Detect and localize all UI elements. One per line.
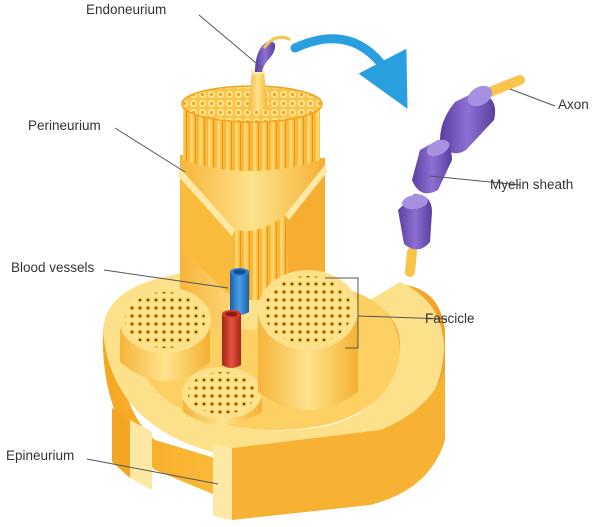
- fascicle-left: [119, 287, 211, 381]
- leader-blood-vessels: [103, 269, 229, 289]
- leader-fascicle: [357, 315, 448, 320]
- label-axon: Axon: [558, 97, 589, 112]
- artery-vessel: [222, 310, 241, 368]
- fascicle-right: [258, 270, 358, 410]
- label-endoneurium: Endoneurium: [86, 2, 167, 17]
- label-myelin-sheath: Myelin sheath: [490, 177, 574, 192]
- leader-endoneurium: [198, 14, 263, 69]
- fascicle-bracket: [325, 277, 359, 349]
- leader-axon: [509, 88, 556, 107]
- zoom-arrow: [290, 34, 408, 109]
- label-blood-vessels: Blood vessels: [11, 260, 95, 275]
- leader-epineurium: [86, 458, 219, 485]
- label-epineurium: Epineurium: [6, 448, 75, 463]
- label-fascicle: Fascicle: [425, 311, 475, 326]
- myelinated-axon: [398, 75, 525, 277]
- leader-perineurium: [114, 127, 186, 173]
- fascicle-bottom: [182, 367, 262, 425]
- label-perineurium: Perineurium: [28, 118, 101, 133]
- leader-myelin-sheath: [429, 175, 521, 186]
- endoneurium-fiber: [248, 35, 292, 110]
- vein-vessel: [230, 268, 249, 315]
